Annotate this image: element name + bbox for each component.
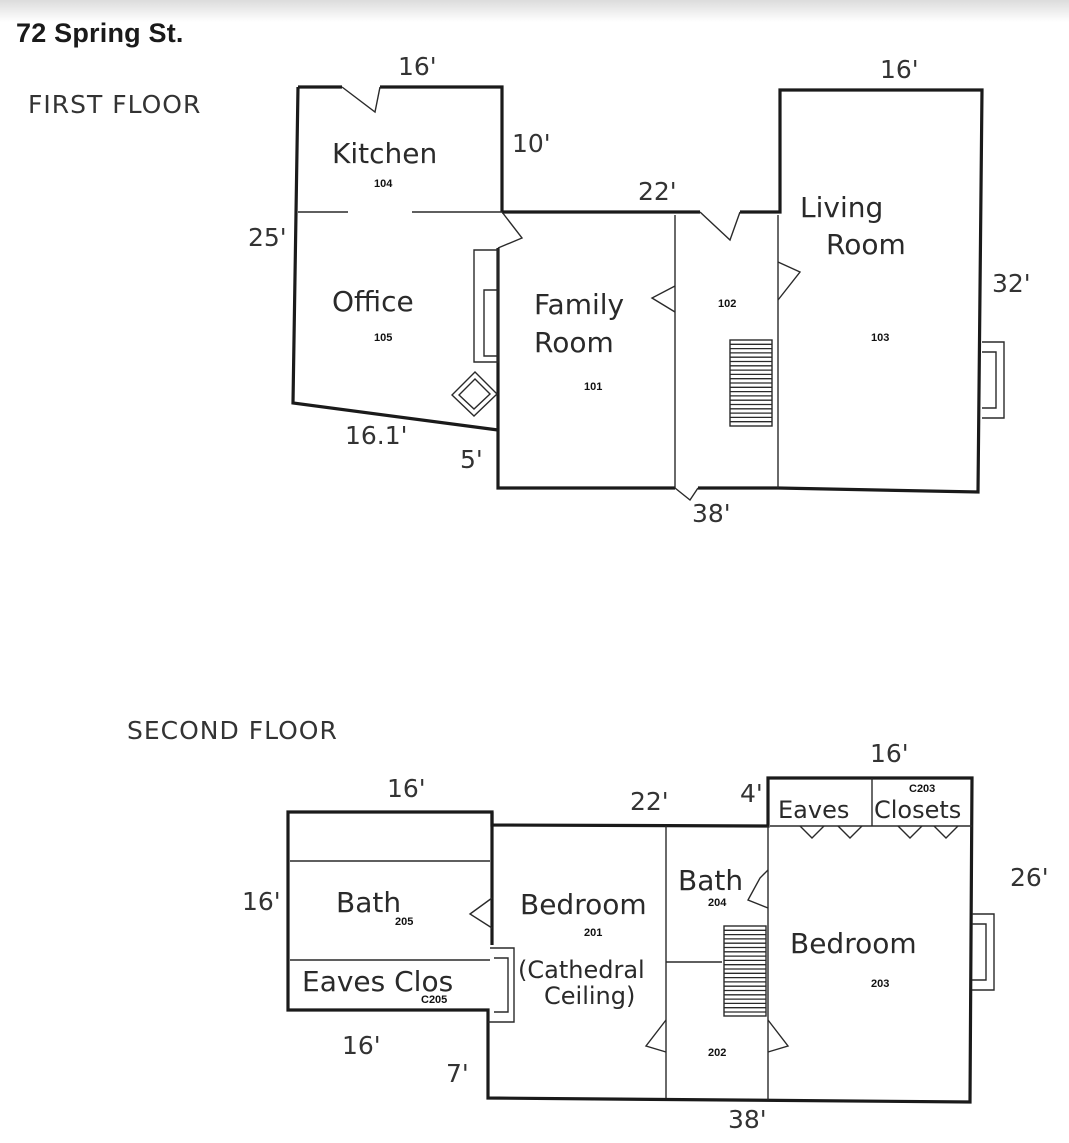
- dim-right-depth: 26': [1010, 863, 1049, 892]
- room-name-office: Office: [332, 285, 414, 318]
- dim-right-width: 16': [870, 739, 909, 768]
- room-name-bath-205: Bath: [336, 886, 401, 919]
- second-floor-walls: [286, 776, 995, 1104]
- top-bar: [0, 0, 1069, 22]
- room-name-kitchen: Kitchen: [332, 137, 437, 170]
- first-floor-label: FIRST FLOOR: [28, 90, 201, 119]
- first-floor-walls: [291, 85, 1005, 502]
- room-number-205: 205: [395, 916, 413, 928]
- room-number-101: 101: [584, 381, 602, 393]
- room-number-103: 103: [871, 332, 889, 344]
- dim-kitchen-depth: 10': [512, 129, 551, 158]
- dim-eaves-depth: 4': [740, 779, 763, 808]
- room-number-203: 203: [871, 978, 889, 990]
- dim-living-width: 16': [880, 55, 919, 84]
- dim-bottom-left: 16': [342, 1031, 381, 1060]
- dim-bath-width: 16': [387, 774, 426, 803]
- room-number-105: 105: [374, 332, 392, 344]
- room-name-eaves: Eaves: [778, 796, 849, 824]
- dim-office-bottom: 16.1': [345, 421, 408, 450]
- second-floor-dimensions: 16' 22' 4' 16' 16' 26' 16' 7' 38': [242, 739, 1049, 1134]
- dim-jog: 5': [460, 445, 483, 474]
- dim-left-depth: 16': [242, 887, 281, 916]
- dim-total-width: 38': [692, 499, 731, 528]
- room-name-living: Living: [800, 191, 883, 224]
- room-name-bath-204: Bath: [678, 864, 743, 897]
- room-name-living-room: Room: [826, 228, 906, 261]
- dim-total-width: 38': [728, 1105, 767, 1134]
- room-number-201: 201: [584, 927, 602, 939]
- room-number-202: 202: [708, 1047, 726, 1059]
- dim-living-depth: 32': [992, 269, 1031, 298]
- first-floor-dimensions: 16' 10' 25' 22' 16' 32' 16.1' 5' 38': [248, 52, 1031, 528]
- room-name-eaves-clos: Eaves Clos: [302, 965, 453, 998]
- stairs-102: [730, 343, 772, 423]
- dim-middle-width: 22': [630, 787, 669, 816]
- second-floor-label: SECOND FLOOR: [127, 716, 338, 745]
- cathedral-ceiling-line2: Ceiling): [544, 982, 635, 1010]
- room-number-c205: C205: [421, 994, 447, 1006]
- room-name-closets: Closets: [874, 796, 961, 824]
- cathedral-ceiling-line1: (Cathedral: [518, 956, 645, 984]
- room-number-104: 104: [374, 178, 393, 190]
- dim-middle-width: 22': [638, 177, 677, 206]
- room-name-room: Room: [534, 326, 614, 359]
- page-title: 72 Spring St.: [16, 18, 184, 48]
- dim-kitchen-width: 16': [398, 52, 437, 81]
- dim-jog: 7': [446, 1059, 469, 1088]
- room-name-bedroom-201: Bedroom: [520, 888, 647, 921]
- room-name-bedroom-203: Bedroom: [790, 927, 917, 960]
- room-name-family: Family: [534, 288, 624, 321]
- first-floor-rooms: Kitchen 104 Office 105 Family Room 101 1…: [332, 137, 906, 393]
- room-number-204: 204: [708, 897, 727, 909]
- room-number-c203: C203: [909, 783, 935, 795]
- second-floor-rooms: Bath 205 Eaves Clos C205 Bedroom 201 (Ca…: [302, 783, 961, 1059]
- dim-left-depth: 25': [248, 223, 287, 252]
- room-number-102: 102: [718, 298, 736, 310]
